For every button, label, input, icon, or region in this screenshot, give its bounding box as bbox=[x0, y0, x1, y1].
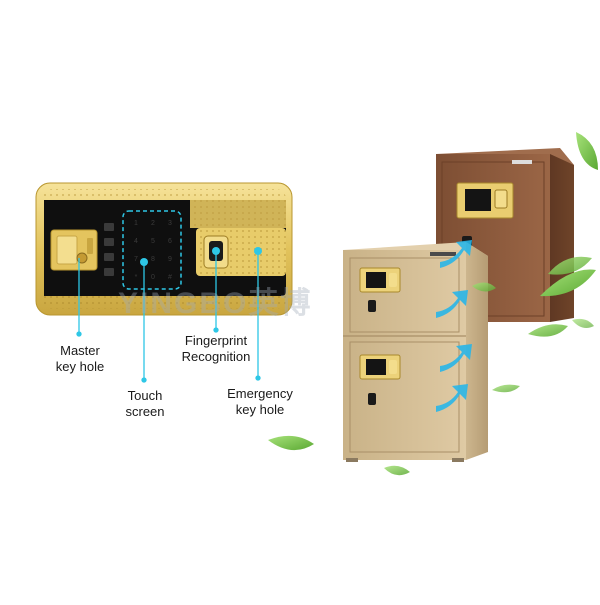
lock-panel: 1 2 3 4 5 6 7 8 9 * 0 # bbox=[35, 182, 293, 316]
svg-text:6: 6 bbox=[168, 238, 172, 245]
svg-text:4: 4 bbox=[134, 238, 138, 245]
label-fingerprint-recognition: Fingerprint Recognition bbox=[181, 333, 251, 364]
watermark: YINGBO英博 bbox=[118, 287, 313, 320]
label-touch-screen: Touch screen bbox=[125, 388, 165, 419]
svg-text:5: 5 bbox=[151, 238, 155, 245]
svg-text:#: # bbox=[168, 274, 172, 281]
master-keyhole-plate bbox=[50, 229, 98, 271]
svg-text:2: 2 bbox=[151, 220, 155, 227]
svg-text:7: 7 bbox=[134, 256, 138, 263]
leaf-icon bbox=[268, 132, 598, 476]
airflow-arrow-icon bbox=[436, 240, 472, 412]
svg-text:1: 1 bbox=[134, 220, 138, 227]
touch-keypad: 1 2 3 4 5 6 7 8 9 * 0 # bbox=[122, 210, 182, 290]
label-master-key-hole: Master key hole bbox=[55, 343, 105, 374]
svg-text:8: 8 bbox=[151, 256, 155, 263]
svg-text:9: 9 bbox=[168, 256, 172, 263]
callout-lines bbox=[76, 251, 261, 383]
svg-text:*: * bbox=[135, 274, 138, 281]
svg-text:3: 3 bbox=[168, 220, 172, 227]
svg-text:0: 0 bbox=[151, 274, 155, 281]
champagne-safe bbox=[343, 242, 488, 462]
label-emergency-key-hole: Emergency key hole bbox=[227, 386, 293, 417]
brown-safe bbox=[436, 148, 574, 322]
